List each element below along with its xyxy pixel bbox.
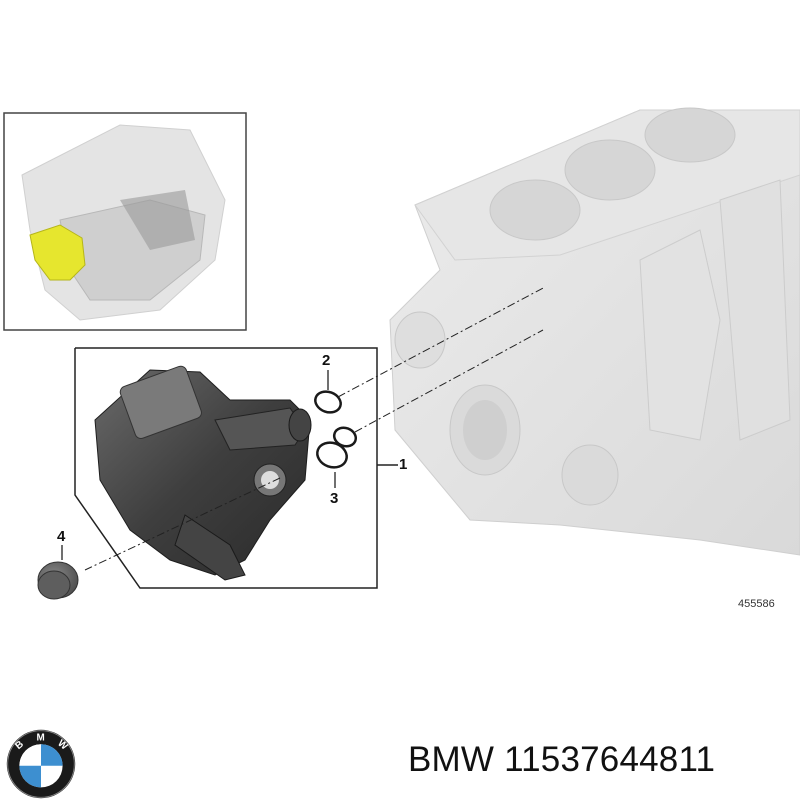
callout-3: 3 xyxy=(330,490,339,507)
engine-block-illustration xyxy=(389,107,800,556)
o-ring-pair-3-illustration xyxy=(316,426,358,469)
brand-name: BMW xyxy=(408,740,495,779)
inset-engine-overview xyxy=(3,112,247,331)
assembly-box xyxy=(74,347,398,589)
brand-part-number-label: BMW 11537644811 xyxy=(408,740,715,780)
part-number: 11537644811 xyxy=(504,740,716,779)
callout-2: 2 xyxy=(322,352,331,369)
callout-4: 4 xyxy=(57,528,66,545)
svg-text:M: M xyxy=(37,733,45,744)
bmw-logo-icon: B M W xyxy=(6,729,76,799)
leader-lines xyxy=(61,370,336,560)
assembly-axis-lines xyxy=(84,286,546,571)
diagram-reference-code: 455586 xyxy=(738,598,775,610)
coolant-pump-assembly-illustration xyxy=(94,365,312,581)
cap-4-illustration xyxy=(37,561,79,600)
callout-1: 1 xyxy=(399,456,408,473)
o-ring-2-illustration xyxy=(314,390,342,414)
